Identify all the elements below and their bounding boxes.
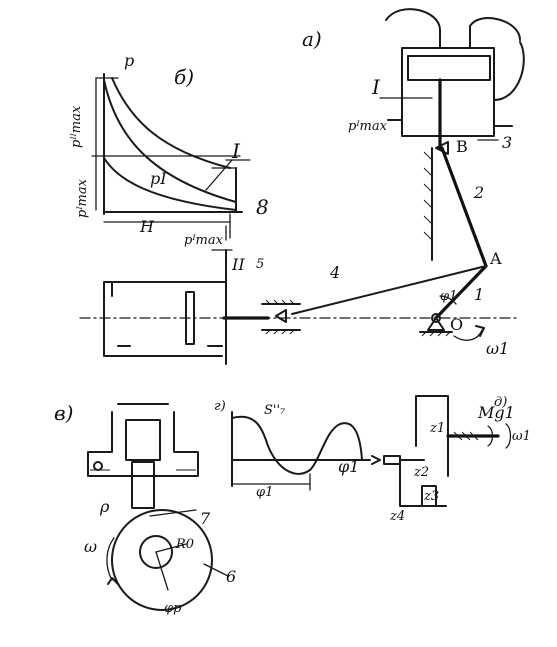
crank-1	[434, 264, 488, 320]
piston-top	[407, 55, 491, 81]
num-6-label: 6	[226, 567, 236, 586]
indicator-diagram	[91, 73, 251, 241]
slider-guide	[261, 299, 301, 335]
pipe-right	[469, 17, 521, 49]
gear-z1	[415, 395, 449, 477]
cylinder-box	[401, 47, 495, 137]
phi-line	[155, 551, 169, 591]
omega-cam-arc	[106, 537, 115, 581]
num-7-label: 7	[200, 509, 211, 528]
z1-label: z1	[429, 421, 445, 436]
pivot-support	[427, 317, 445, 331]
omega-cam-arrow	[107, 577, 119, 585]
spring-left	[93, 461, 103, 471]
phi1-top-label: φ1	[440, 289, 457, 304]
rod-2	[440, 146, 488, 268]
curve-I	[103, 157, 237, 211]
horizontal-cylinder	[79, 249, 521, 365]
graph-x-arrow	[371, 455, 381, 465]
pivot-O	[431, 313, 441, 323]
cam-mechanism	[87, 403, 229, 611]
carrier	[399, 457, 447, 507]
roman-II-label: II	[231, 255, 245, 274]
omega1-label: ω1	[486, 339, 509, 358]
graph-curve	[231, 415, 363, 475]
O-label: O	[450, 315, 463, 334]
num-5-label: 5	[256, 257, 264, 272]
z3-label: z3	[423, 489, 439, 504]
panel-letter-v: в)	[54, 401, 73, 425]
pmax-II-label: pᴵᴵmax	[69, 105, 84, 148]
phi1-dim-label: φ1	[256, 485, 273, 500]
spring-d	[383, 455, 401, 465]
roman-I-left: I	[231, 139, 241, 163]
phi-p-label: φp	[164, 601, 182, 616]
leader-I	[205, 159, 233, 191]
num-2-label: 2	[473, 183, 484, 202]
curve-II-lower	[103, 79, 237, 203]
linkage	[291, 146, 488, 341]
curve-II-upper	[111, 77, 231, 169]
angle-arc	[439, 295, 457, 305]
num-4-label: 4	[329, 263, 340, 282]
pipe-left	[385, 8, 441, 49]
slider-joint	[275, 309, 287, 323]
R0-line	[155, 543, 187, 553]
moment-arc	[487, 425, 494, 447]
pmax-I-label-mid: pᴵmax	[184, 233, 224, 248]
num-3-label: 3	[502, 133, 512, 152]
num-1-label: 1	[474, 285, 484, 304]
moment-label: Mg1	[477, 403, 515, 422]
panel-letter-a: а)	[302, 27, 322, 51]
base-circle	[139, 535, 173, 569]
pmax-I-label-right: pᴵmax	[348, 119, 388, 134]
leader-7	[149, 509, 197, 517]
R0-label: R0	[175, 537, 194, 552]
panel-letter-d: д)	[494, 395, 507, 410]
follower-guide	[125, 419, 161, 461]
panel-letter-g: г)	[214, 399, 226, 414]
p-axis-label: p	[124, 51, 134, 70]
z2-label: z2	[413, 465, 429, 480]
H-label: H	[139, 217, 155, 236]
panel-letter-b: б)	[174, 65, 194, 89]
pmax-I-label-left: pᴵmax	[75, 178, 90, 218]
omega-d-label: ω1	[512, 429, 531, 444]
omega-d-arc	[505, 423, 512, 449]
num-8-label: 8	[256, 195, 269, 219]
z4-label: z4	[389, 509, 405, 524]
S-graph-label: S''₇	[264, 403, 286, 418]
omega-label: ω	[84, 537, 97, 556]
leader-6	[203, 563, 229, 577]
cam-housing	[87, 411, 199, 477]
rod-4	[291, 265, 487, 315]
pI-label: pI	[150, 169, 167, 188]
omega-arrow	[475, 325, 485, 337]
motion-graph	[231, 411, 381, 491]
A-label: A	[489, 249, 502, 268]
roman-I-right: I	[371, 75, 381, 99]
B-label: B	[456, 137, 468, 156]
cam-6	[111, 509, 213, 611]
follower-7	[131, 461, 155, 509]
phi1-graph-label: φ1	[338, 457, 359, 476]
cylinder-body	[103, 249, 227, 357]
vertical-cylinder	[379, 8, 525, 261]
gear-train	[383, 395, 512, 507]
pipe-right-curve	[493, 41, 525, 101]
rho-label: ρ	[99, 497, 110, 516]
